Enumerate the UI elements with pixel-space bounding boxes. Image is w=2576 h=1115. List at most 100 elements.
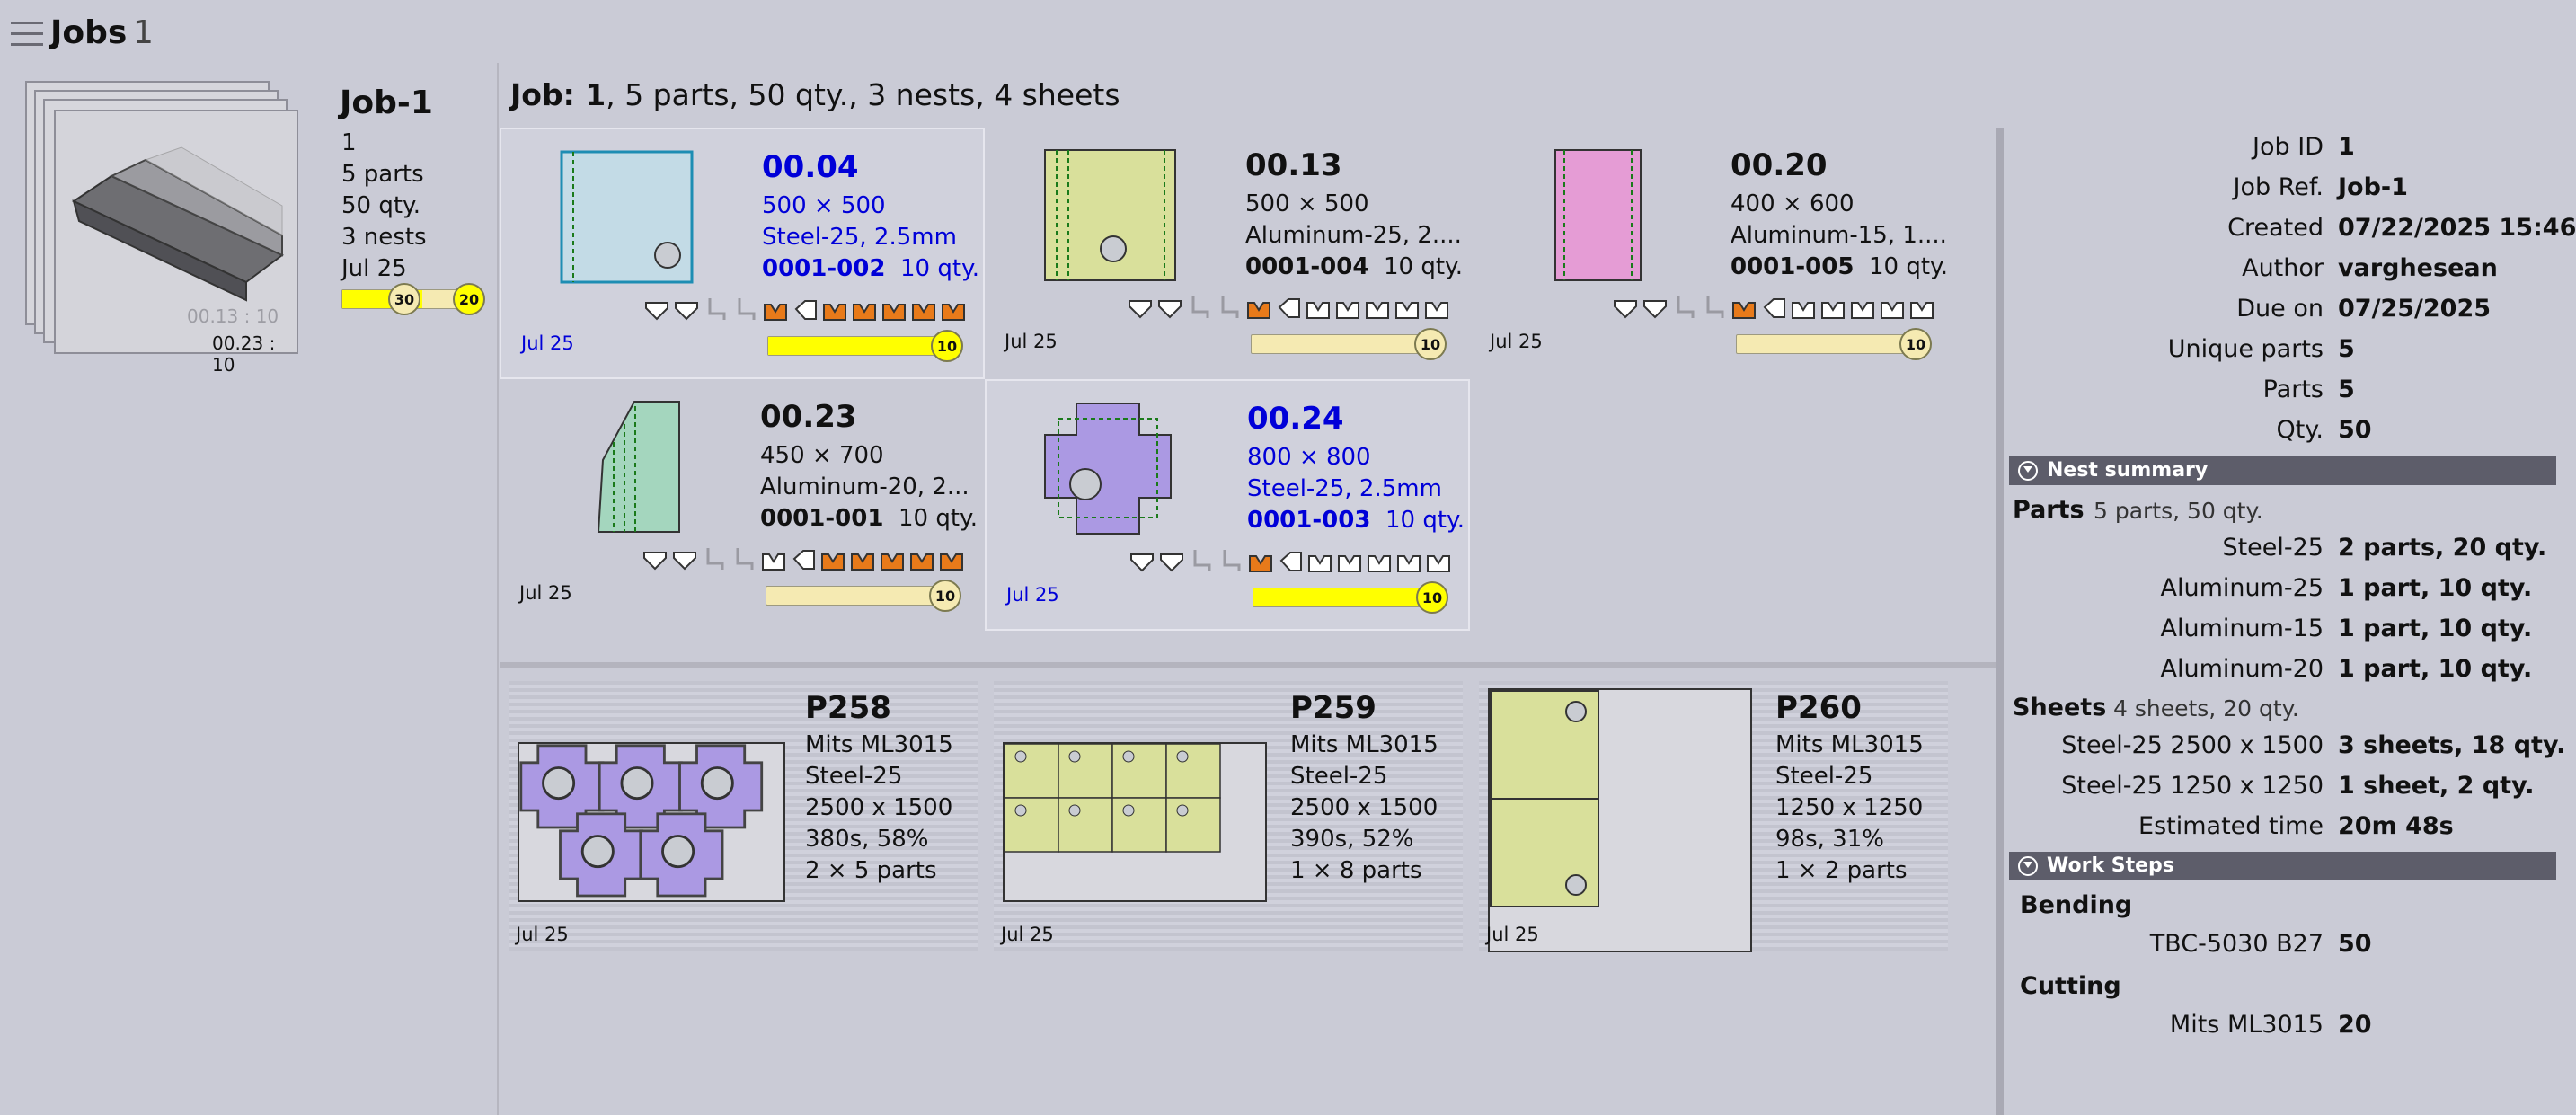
job-thumbnail-stack[interactable]: 00.13 : 10 00.23 : 10 <box>25 81 304 376</box>
work-step-icon <box>792 550 815 570</box>
work-step-icon <box>643 552 667 571</box>
work-step-icon <box>821 553 845 571</box>
nest-summary-header[interactable]: Nest summary <box>2009 456 2556 485</box>
nest-size: 2500 x 1500 <box>1290 794 1438 821</box>
job-progress-bar: 30 20 <box>341 283 485 315</box>
work-step-icon <box>738 298 756 320</box>
work-step-icon <box>708 298 726 320</box>
detail-label: Mits ML3015 <box>2169 1011 2324 1039</box>
work-step-icon <box>1158 300 1182 319</box>
work-step-icon <box>1336 302 1359 319</box>
detail-label: Steel-25 1250 x 1250 <box>2061 772 2324 800</box>
part-material: Aluminum-15, 1.... <box>1731 222 1947 249</box>
sheets-value: 4 sheets, 20 qty. <box>2113 695 2299 721</box>
work-step-icon <box>675 302 698 321</box>
work-step-icon <box>1851 302 1874 319</box>
work-step-icons <box>1612 294 1935 321</box>
work-step-icon <box>1425 302 1448 319</box>
work-step-icon <box>1191 296 1209 318</box>
job-date: Jul 25 <box>341 255 407 282</box>
work-step-icon <box>881 553 904 571</box>
part-name: 00.04 <box>762 149 859 185</box>
hamburger-menu-icon[interactable] <box>11 22 43 49</box>
nest-material: Steel-25 <box>1290 763 1388 790</box>
work-step-icon <box>1732 302 1756 319</box>
part-thumbnail <box>597 401 680 533</box>
work-step-icon <box>1279 552 1302 571</box>
work-step-icon <box>736 548 754 570</box>
work-step-icon <box>1792 302 1815 319</box>
detail-value: Job-1 <box>2338 173 2408 201</box>
part-progress-value: 10 <box>1414 328 1447 360</box>
detail-label: Estimated time <box>2138 812 2324 840</box>
detail-label: Author <box>2242 254 2324 282</box>
part-material: Steel-25, 2.5mm <box>762 224 957 251</box>
work-step-icon <box>1129 300 1152 319</box>
detail-label: Parts <box>2262 376 2324 403</box>
part-dims: 400 × 600 <box>1731 190 1855 217</box>
work-step-icon <box>1249 555 1272 572</box>
work-step-icon <box>1130 553 1154 572</box>
work-step-icon <box>1643 300 1667 319</box>
work-step-icon <box>1614 300 1637 319</box>
part-progress-bar: 10 <box>1253 581 1448 614</box>
detail-value: varghesean <box>2338 254 2498 282</box>
parts-nests-divider[interactable] <box>500 662 1998 668</box>
work-step-icon <box>1395 302 1419 319</box>
sheets-label: Sheets <box>2013 694 2107 721</box>
part-progress-bar: 10 <box>767 330 963 362</box>
part-progress-value: 10 <box>931 330 963 362</box>
nest-time: 380s, 58% <box>805 826 929 853</box>
work-steps-header[interactable]: Work Steps <box>2009 852 2556 880</box>
detail-label: Steel-25 <box>2222 534 2324 562</box>
work-step-icon <box>1368 555 1391 572</box>
work-step-icon <box>762 553 785 571</box>
work-step-icon <box>1706 296 1724 318</box>
work-step-icon <box>1308 555 1332 572</box>
nest-thumbnail <box>1003 742 1267 902</box>
stack-label-back: 00.13 : 10 <box>187 305 279 327</box>
work-step-icon <box>1881 302 1904 319</box>
detail-label: Created <box>2227 214 2324 242</box>
detail-value: 07/22/2025 15:46 <box>2338 214 2576 242</box>
detail-value: 1 part, 10 qty. <box>2338 574 2533 602</box>
part-thumbnail <box>1044 403 1172 535</box>
job-count: 1 <box>133 14 154 51</box>
part-order: 0001-005 10 qty. <box>1731 253 1948 280</box>
detail-value: 20 <box>2338 1011 2372 1039</box>
part-date: Jul 25 <box>521 332 574 354</box>
part-dims: 500 × 500 <box>762 192 886 219</box>
job-nests: 3 nests <box>341 224 427 251</box>
page-title: Jobs <box>50 14 128 51</box>
detail-label: Job Ref. <box>2233 173 2324 201</box>
nest-machine: Mits ML3015 <box>1775 731 1924 758</box>
detail-value: 1 part, 10 qty. <box>2338 615 2533 642</box>
detail-label: Aluminum-20 <box>2160 655 2324 683</box>
panel-divider[interactable] <box>497 63 499 1115</box>
detail-value: 50 <box>2338 930 2372 958</box>
part-date: Jul 25 <box>519 582 572 604</box>
work-step-icon <box>764 304 787 321</box>
work-step-icons <box>1127 294 1450 321</box>
work-step-icon <box>942 304 965 321</box>
job-summary-line: Job: 1, 5 parts, 50 qty., 3 nests, 4 she… <box>510 77 1120 112</box>
part-material: Aluminum-25, 2.... <box>1245 222 1462 249</box>
work-step-icon <box>1306 302 1330 319</box>
work-step-icon <box>1366 302 1389 319</box>
nest-size: 1250 x 1250 <box>1775 794 1924 821</box>
job-name[interactable]: Job-1 <box>340 84 433 121</box>
detail-label: Unique parts <box>2167 335 2324 363</box>
work-step-icon <box>1427 555 1450 572</box>
work-step-icon <box>1910 302 1934 319</box>
work-step-icon <box>1763 298 1785 318</box>
